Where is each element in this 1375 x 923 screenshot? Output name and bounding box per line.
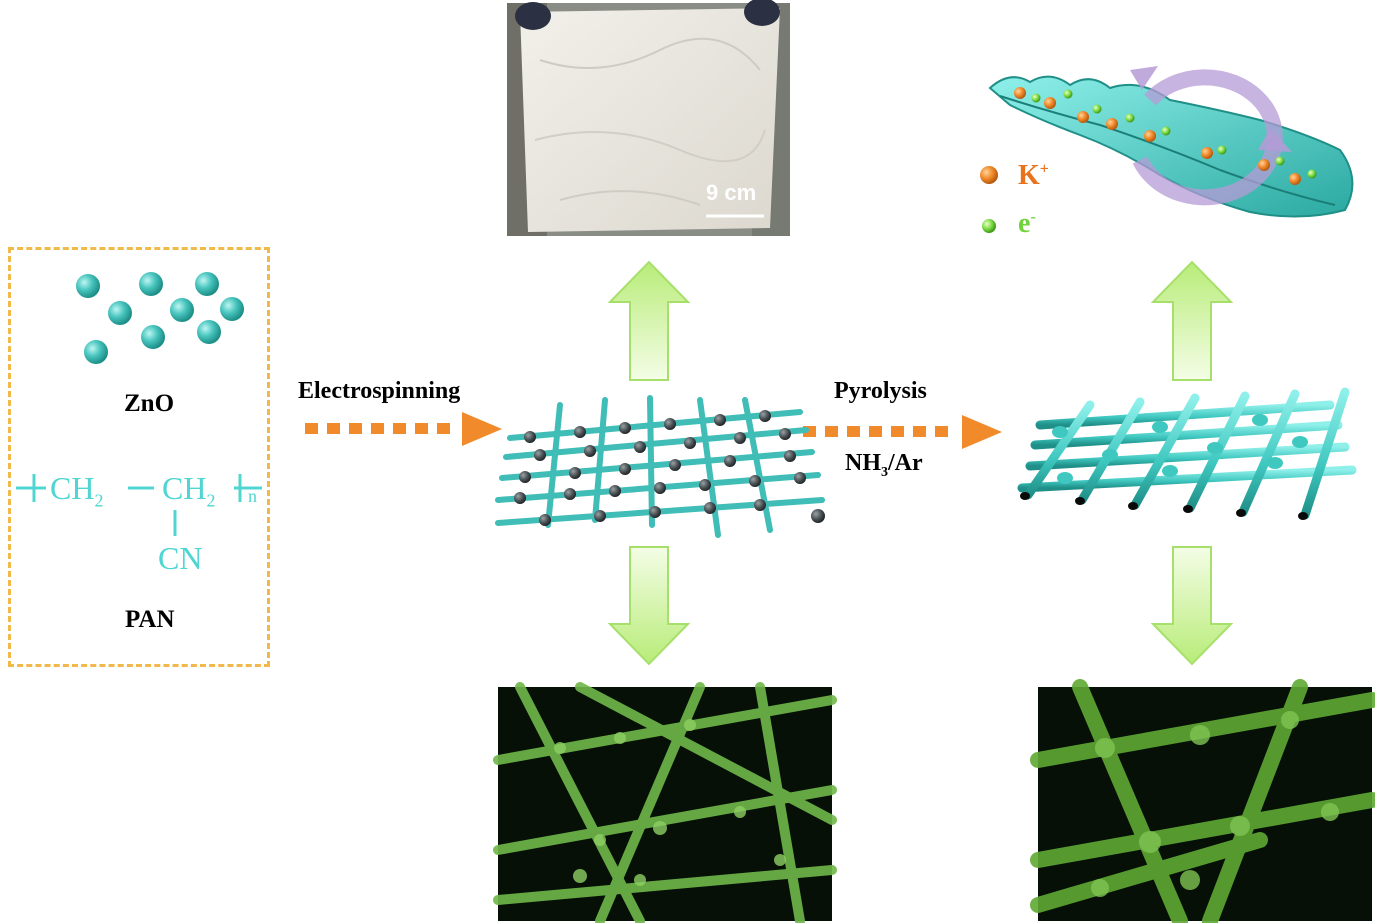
- up-arrow-left: [607, 260, 691, 381]
- atmosphere-label: NH3/Ar: [845, 450, 923, 481]
- formula-left-sub: 2: [94, 490, 104, 511]
- carbon-fiber-mesh: [1017, 387, 1357, 520]
- down-arrow-right: [1150, 546, 1234, 666]
- zno-label: ZnO: [124, 390, 175, 417]
- pyrolysis-label: Pyrolysis: [834, 378, 927, 404]
- formula-left-group: CH: [50, 470, 95, 506]
- zno-particle: [141, 325, 165, 349]
- electron-label: e-: [1018, 208, 1036, 240]
- k-storage-illustration: [980, 66, 1354, 233]
- zno-particle: [170, 298, 194, 322]
- precursor-box: [8, 247, 270, 667]
- zno-particle: [139, 272, 163, 296]
- electron-sup: -: [1030, 208, 1036, 226]
- formula-right-group: CH: [162, 470, 207, 506]
- zno-particle: [108, 301, 132, 325]
- formula-subscript-n: n: [248, 486, 257, 506]
- atmosphere-sub: 3: [881, 464, 888, 480]
- precursor-fiber-mesh: [495, 395, 825, 538]
- k-ion-text: K: [1018, 160, 1040, 191]
- down-arrow-left: [607, 546, 691, 666]
- k-ion-sup: +: [1039, 160, 1049, 178]
- sem-image-carbon: [1030, 679, 1375, 923]
- zno-particle: [197, 320, 221, 344]
- sem-image-precursor: [493, 682, 837, 923]
- pan-label: PAN: [125, 606, 175, 633]
- pyrolysis-arrow: [803, 415, 1002, 449]
- k-ion-label: K+: [1018, 160, 1049, 192]
- scale-bar-label: 9 cm: [706, 180, 757, 205]
- pan-formula-right: CH2: [162, 470, 215, 511]
- pan-formula-left: CH2: [50, 470, 103, 511]
- electrospinning-label: Electrospinning: [298, 378, 461, 404]
- electron-text: e: [1018, 208, 1031, 239]
- formula-side-group: CN: [158, 540, 203, 576]
- zno-particle: [76, 274, 100, 298]
- zno-particle: [84, 340, 108, 364]
- membrane-photo: [507, 0, 790, 236]
- atmosphere-tail: /Ar: [888, 450, 923, 476]
- zno-particle: [220, 297, 244, 321]
- electrospinning-arrow: [305, 412, 502, 446]
- atmosphere-main: NH: [845, 450, 881, 476]
- formula-right-sub: 2: [206, 490, 216, 511]
- up-arrow-right: [1150, 260, 1234, 381]
- zno-particle: [195, 272, 219, 296]
- pan-formula-bonds: [16, 474, 262, 536]
- green-arrows: [607, 260, 1234, 666]
- electron-legend-marker: [982, 219, 996, 233]
- k-ion-legend-marker: [980, 166, 998, 184]
- zno-particles: [76, 272, 244, 364]
